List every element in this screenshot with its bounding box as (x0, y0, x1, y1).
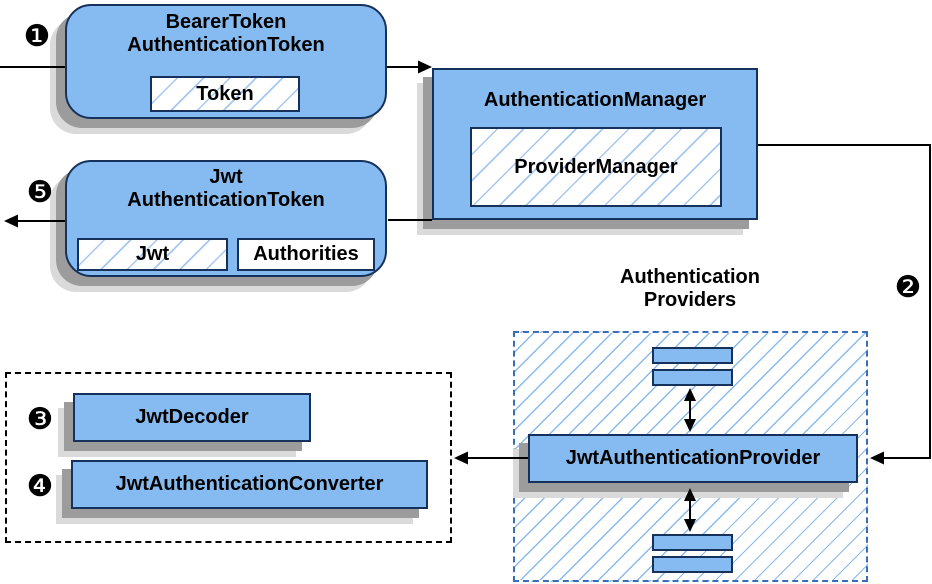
provider-stack-bar (652, 347, 733, 364)
bearer-to-manager-arrowhead (418, 60, 432, 74)
jwt-decoder-label: JwtDecoder (135, 406, 249, 428)
step-5-badge: ❺ (26, 176, 54, 209)
step-3-badge: ❸ (26, 403, 54, 436)
authentication-providers-label: Authentication Providers (540, 266, 840, 312)
jwt-decoder-node: JwtDecoder (73, 393, 311, 442)
step-1-badge: ❶ (23, 20, 51, 53)
authorities-field: Authorities (237, 238, 375, 271)
jwt-field: Jwt (77, 238, 228, 271)
authorities-field-label: Authorities (253, 243, 359, 265)
jwt-authentication-token-title: Jwt AuthenticationToken (67, 162, 385, 212)
jwt-token-title-line1: Jwt (209, 166, 243, 188)
provider-to-decoder-arrowhead (454, 451, 468, 465)
jwt-token-out-arrowhead (4, 214, 18, 228)
bearer-token-title-line2: AuthenticationToken (127, 34, 325, 56)
manager-to-provider-arrowhead (870, 451, 884, 465)
token-field: Token (150, 76, 300, 112)
step-2-badge: ❷ (894, 271, 922, 304)
provider-manager-label: ProviderManager (514, 155, 678, 178)
provider-stack-bar (652, 369, 733, 386)
jwt-authentication-converter-label: JwtAuthenticationConverter (115, 473, 384, 495)
authentication-providers-label-line1: Authentication (620, 266, 760, 288)
bearer-token-node-title: BearerToken AuthenticationToken (67, 6, 385, 57)
jwt-authentication-provider-label: JwtAuthenticationProvider (565, 447, 821, 469)
step-4-badge: ❹ (26, 470, 54, 503)
jwt-authentication-converter-node: JwtAuthenticationConverter (71, 460, 428, 509)
provider-stack-bar (652, 534, 733, 551)
provider-stack-bar (652, 556, 733, 573)
jwt-token-title-line2: AuthenticationToken (127, 189, 325, 211)
jwt-field-label: Jwt (135, 243, 170, 265)
provider-manager-field: ProviderManager (470, 127, 722, 207)
authentication-manager-title: AuthenticationManager (483, 89, 707, 111)
authentication-providers-label-line2: Providers (643, 289, 737, 311)
jwt-authentication-provider-node: JwtAuthenticationProvider (528, 434, 858, 483)
bearer-token-title-line1: BearerToken (165, 11, 287, 33)
token-field-label: Token (196, 82, 254, 105)
